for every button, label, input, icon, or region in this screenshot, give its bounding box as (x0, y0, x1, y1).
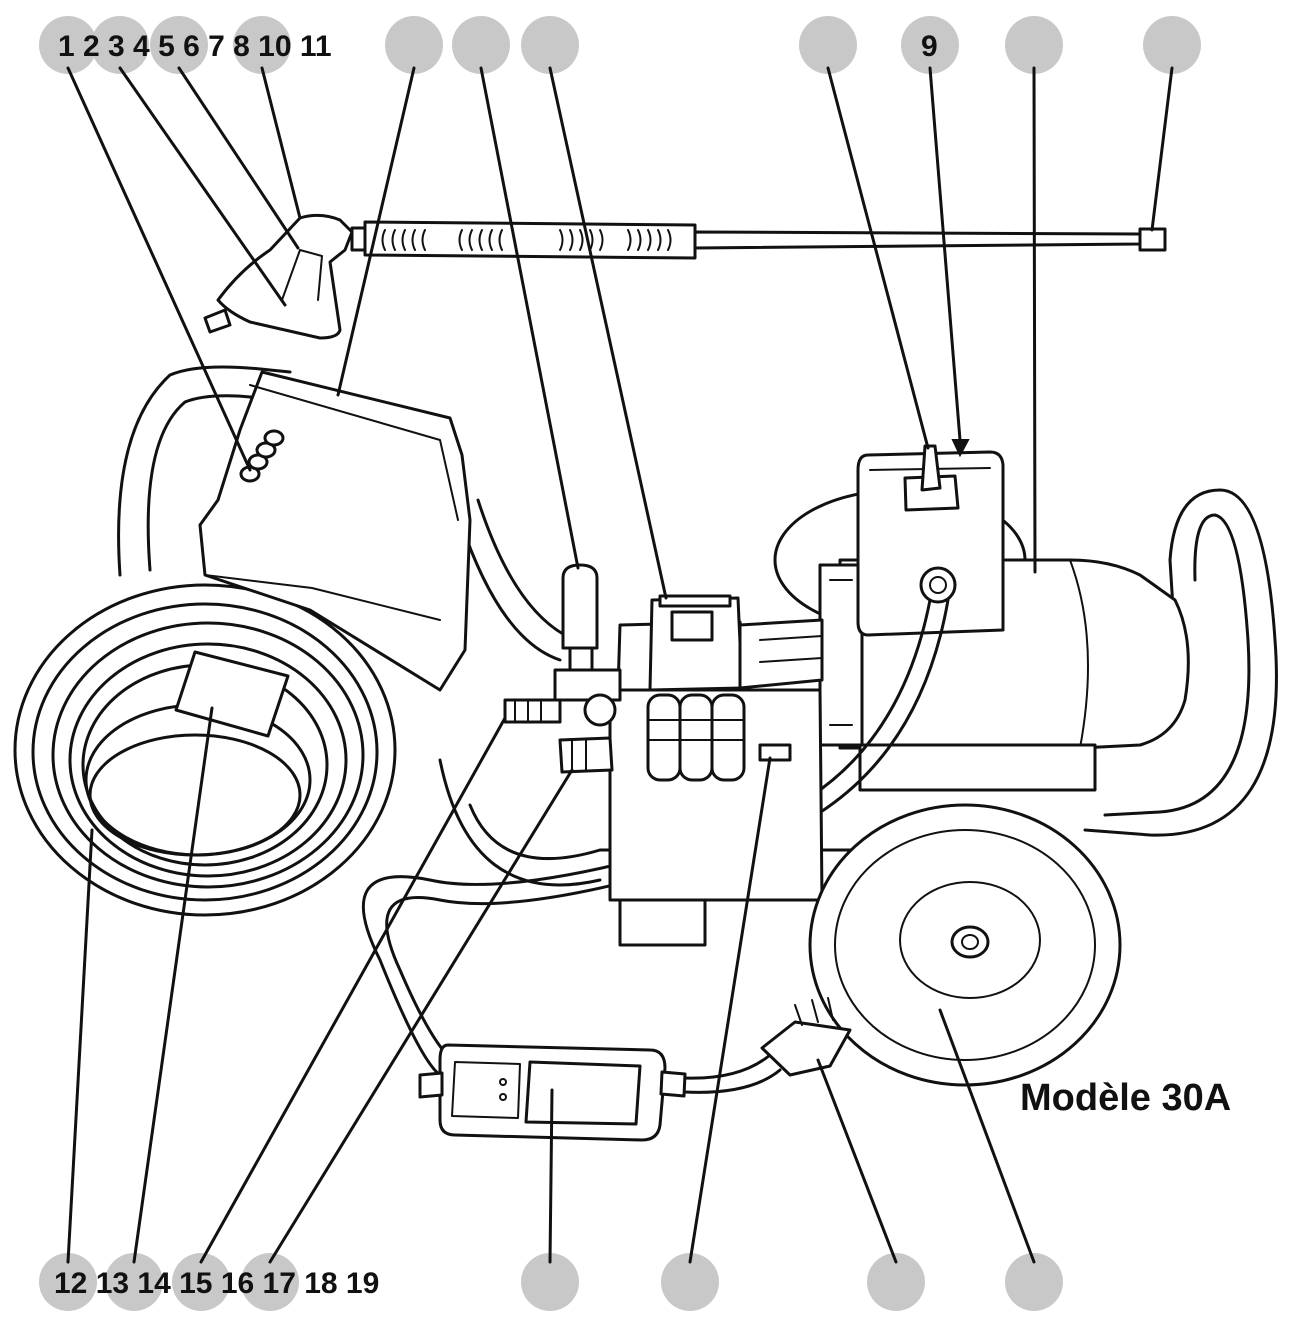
badge (39, 1253, 97, 1311)
badge (867, 1253, 925, 1311)
power-cord-2 (385, 598, 950, 1062)
power-cord (361, 598, 932, 1077)
badge (521, 1253, 579, 1311)
label-top-1: 1 2 3 4 5 6 7 8 10 11 (58, 30, 332, 63)
badge (1143, 16, 1201, 74)
pump-fittings (503, 698, 792, 774)
pump (608, 594, 824, 947)
wheel (808, 803, 1122, 1087)
label-top-9: 9 (921, 30, 938, 63)
pump-manifold (646, 693, 746, 782)
badge (1005, 16, 1063, 74)
hose-tag (174, 650, 290, 738)
model-label: Modèle 30A (1020, 1077, 1231, 1119)
right-handle-frame (1083, 488, 1278, 837)
left-handle-frame-inner (146, 394, 262, 572)
right-handle-frame-inner (1103, 513, 1251, 817)
badge (521, 16, 579, 74)
top-console (198, 370, 472, 692)
top-badges (39, 16, 1201, 74)
badge (150, 16, 208, 74)
console-face (249, 384, 459, 521)
badge (39, 16, 97, 74)
badge (799, 16, 857, 74)
badge (241, 1253, 299, 1311)
lower-frame-inner (438, 758, 602, 887)
plug-cord-2 (683, 1068, 782, 1094)
lower-frame (468, 803, 902, 861)
badge (901, 16, 959, 74)
handle-to-pump-tube (458, 518, 562, 662)
badge (91, 16, 149, 74)
badge (105, 1253, 163, 1311)
label-bottom-12: 12 13 14 15 16 17 18 19 (54, 1267, 379, 1300)
badge (172, 1253, 230, 1311)
bottom-badges (39, 1253, 1063, 1311)
badge (233, 16, 291, 74)
left-handle-frame (117, 365, 292, 577)
plug-cord (683, 1053, 772, 1080)
switch-box (856, 444, 1005, 637)
badge (452, 16, 510, 74)
spray-gun (203, 213, 1167, 340)
badge (1005, 1253, 1063, 1311)
badge (661, 1253, 719, 1311)
badge (385, 16, 443, 74)
arrow-head (951, 439, 970, 458)
unloader-valve (553, 563, 622, 727)
power-plug (760, 997, 852, 1077)
leader-lines (66, 66, 1174, 1264)
console-front-edge (204, 574, 441, 621)
handle-to-pump-tube-2 (476, 498, 577, 642)
